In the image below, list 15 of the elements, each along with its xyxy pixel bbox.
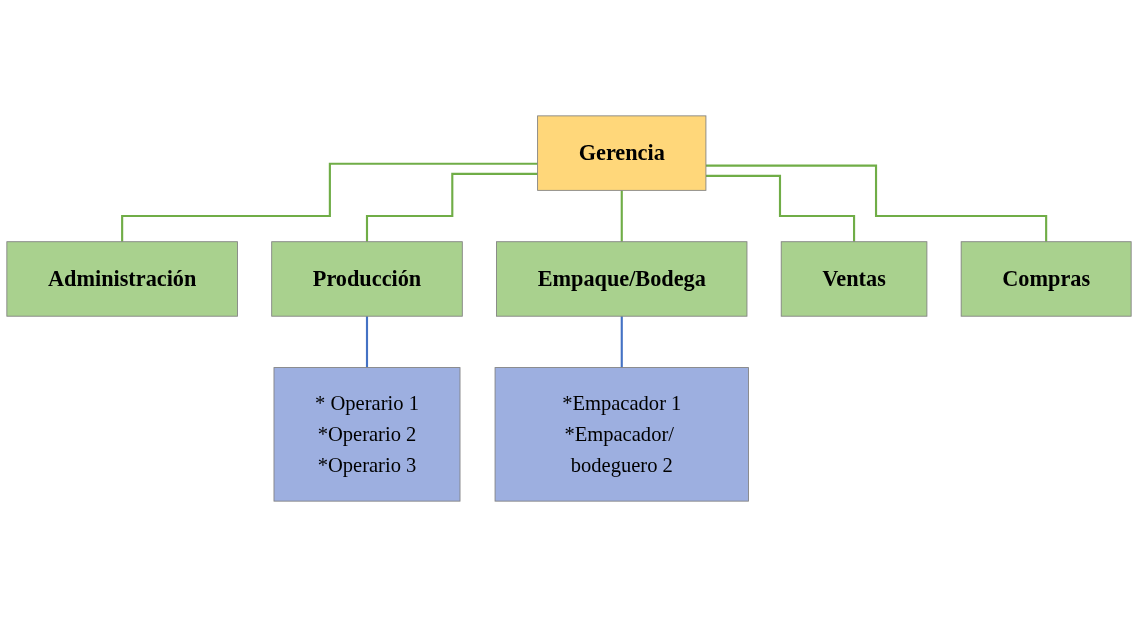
node-box: Gerencia bbox=[537, 115, 707, 191]
node-box: Compras bbox=[960, 241, 1132, 317]
node-box: Empaque/Bodega bbox=[496, 241, 748, 317]
node-box: * Operario 1 *Operario 2 *Operario 3 bbox=[273, 367, 461, 502]
connector bbox=[705, 174, 856, 243]
node-box: Producción bbox=[271, 241, 463, 317]
connector bbox=[365, 315, 369, 369]
connector bbox=[365, 172, 538, 243]
node-box: Ventas bbox=[780, 241, 928, 317]
node-box: *Empacador 1 *Empacador/ bodeguero 2 bbox=[494, 367, 749, 502]
connector bbox=[705, 164, 1048, 243]
connector bbox=[620, 315, 623, 369]
node-box: Administración bbox=[6, 241, 238, 317]
connector bbox=[620, 189, 623, 243]
connector bbox=[121, 162, 538, 243]
